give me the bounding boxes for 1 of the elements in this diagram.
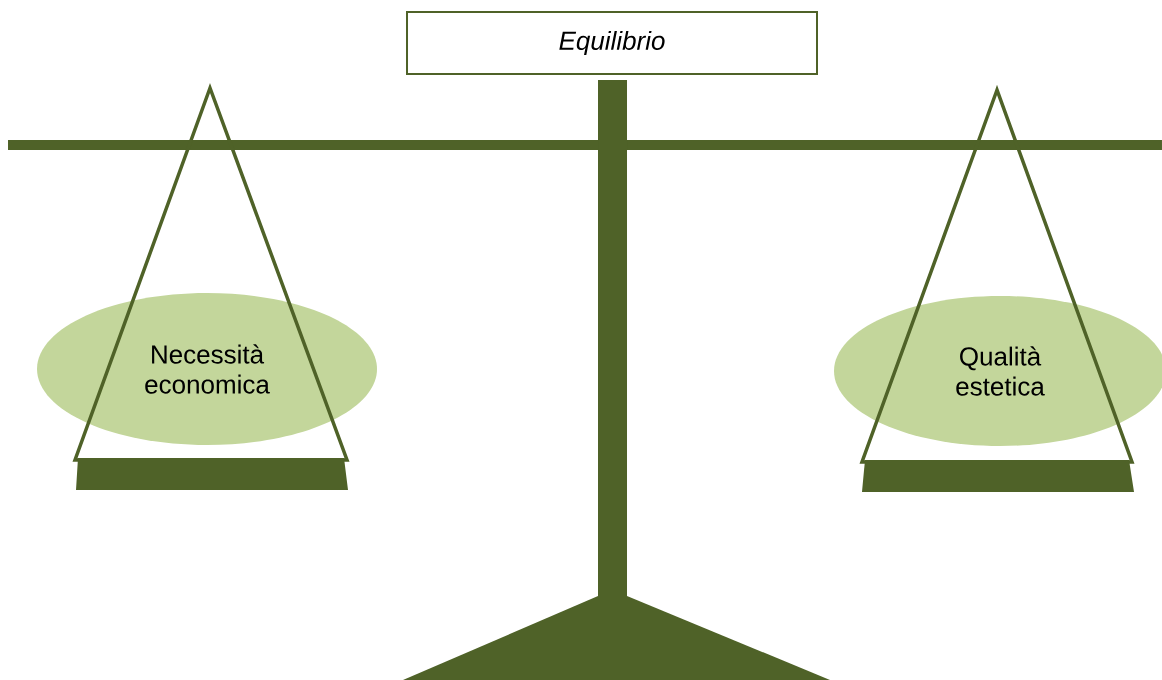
title-box: Equilibrio — [406, 11, 818, 75]
